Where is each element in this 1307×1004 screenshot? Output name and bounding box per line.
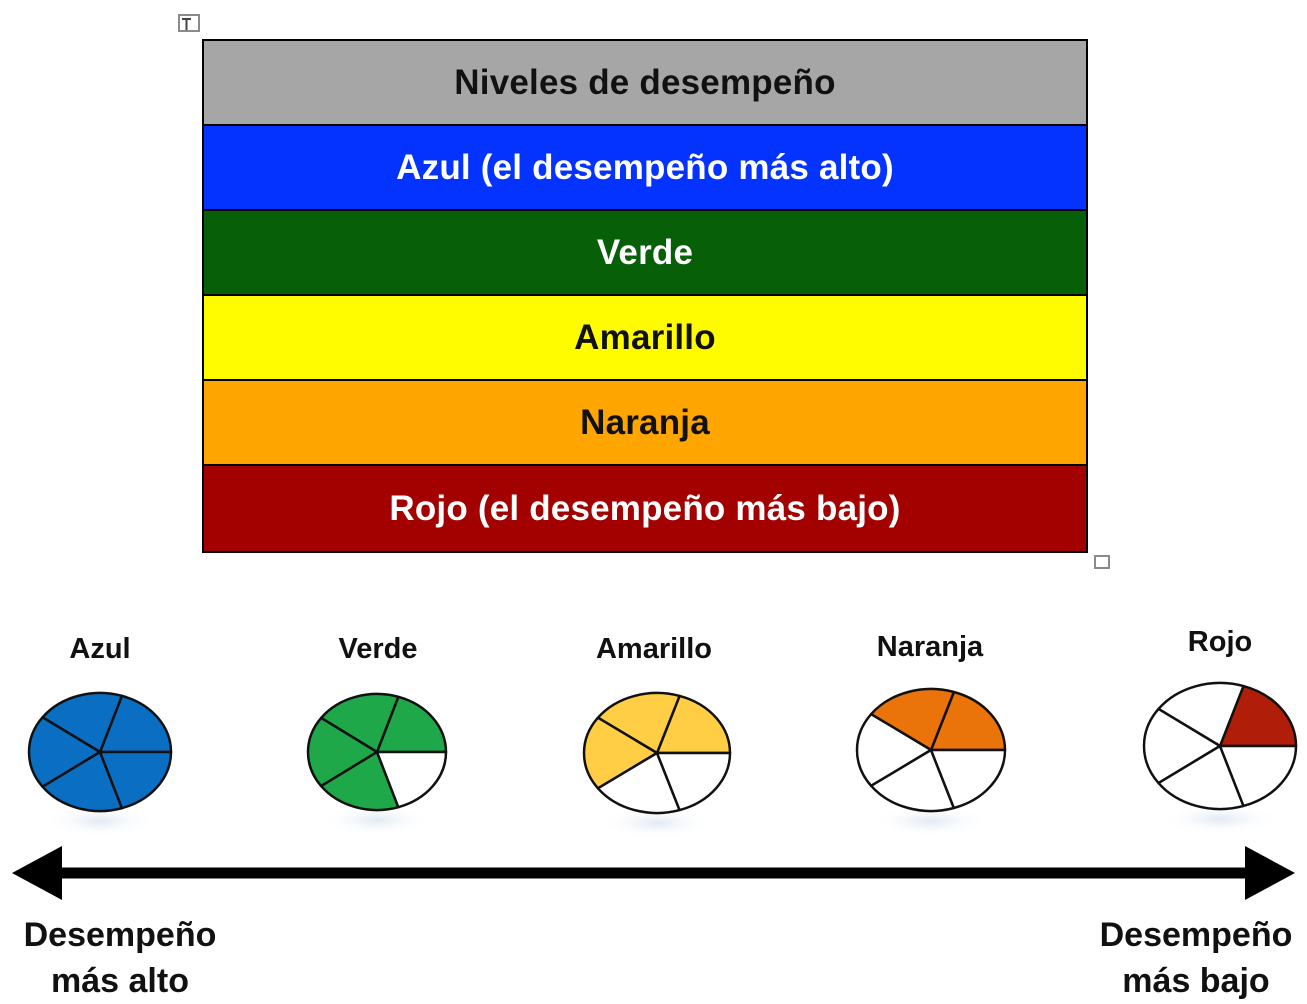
- pie-slice-rojo-3: [1142, 707, 1222, 785]
- pie-label-azul: Azul: [69, 633, 131, 665]
- pie-slice-rojo-5: [1218, 744, 1298, 808]
- pie-slice-rojo-1: [1218, 684, 1298, 748]
- level-row-verde: Verde: [204, 211, 1086, 296]
- right-end-label: Desempeño más bajo: [1066, 912, 1307, 1004]
- left-end-line2: más alto: [51, 962, 189, 1000]
- left-end-label: Desempeño más alto: [0, 912, 250, 1004]
- performance-levels-table: Niveles de desempeño Azul (el desempeño …: [202, 39, 1088, 553]
- pie-slice-verde-4: [319, 750, 400, 812]
- pie-label-naranja: Naranja: [876, 631, 984, 663]
- pie-slice-amarillo-3: [582, 716, 659, 790]
- level-row-azul: Azul (el desempeño más alto): [204, 126, 1086, 211]
- pie-shadow-verde: [321, 804, 433, 836]
- pie-slice-azul-3: [27, 716, 102, 788]
- pie-slice-azul-4: [41, 750, 124, 813]
- pie-shadow-naranja: [871, 805, 991, 837]
- pie-label-amarillo: Amarillo: [595, 633, 713, 665]
- level-row-rojo: Rojo (el desempeño más bajo): [204, 466, 1086, 551]
- pie-slice-naranja-5: [929, 748, 1007, 810]
- double-headed-arrow: [12, 846, 1295, 900]
- resize-handle-top-left-icon[interactable]: [178, 14, 200, 32]
- pie-slice-amarillo-4: [596, 751, 681, 815]
- pie-slice-verde-2: [319, 692, 400, 754]
- pie-slice-naranja-3: [855, 712, 933, 788]
- resize-handle-bottom-right-icon[interactable]: [1094, 555, 1110, 569]
- pie-shadow-amarillo: [598, 807, 716, 839]
- pie-shadow-azul: [43, 805, 157, 837]
- pie-label-rojo: Rojo: [1187, 626, 1253, 658]
- performance-scale: Azul Verde Amarillo Naranja Rojo Desempe…: [0, 600, 1307, 1000]
- pie-slice-rojo-4: [1157, 744, 1245, 811]
- pie-slice-rojo-2: [1157, 681, 1245, 748]
- pie-slice-amarillo-5: [655, 751, 732, 812]
- right-end-line2: más bajo: [1122, 962, 1270, 1000]
- pie-slice-azul-2: [41, 691, 124, 754]
- level-row-naranja: Naranja: [204, 381, 1086, 466]
- pie-label-verde: Verde: [338, 633, 418, 665]
- pie-slice-verde-5: [375, 750, 448, 809]
- pie-charts: [12, 681, 1298, 900]
- pie-slice-naranja-1: [929, 690, 1007, 752]
- pie-shadow-rojo: [1159, 803, 1281, 835]
- level-row-amarillo: Amarillo: [204, 296, 1086, 381]
- pie-slice-verde-3: [306, 716, 379, 788]
- pie-slice-naranja-4: [869, 748, 956, 813]
- left-end-line1: Desempeño: [23, 916, 217, 954]
- right-end-line1: Desempeño: [1099, 916, 1293, 954]
- table-header: Niveles de desempeño: [204, 41, 1086, 126]
- pie-slice-amarillo-2: [596, 691, 681, 755]
- pie-slice-naranja-2: [869, 687, 956, 752]
- pie-slice-azul-5: [98, 750, 173, 810]
